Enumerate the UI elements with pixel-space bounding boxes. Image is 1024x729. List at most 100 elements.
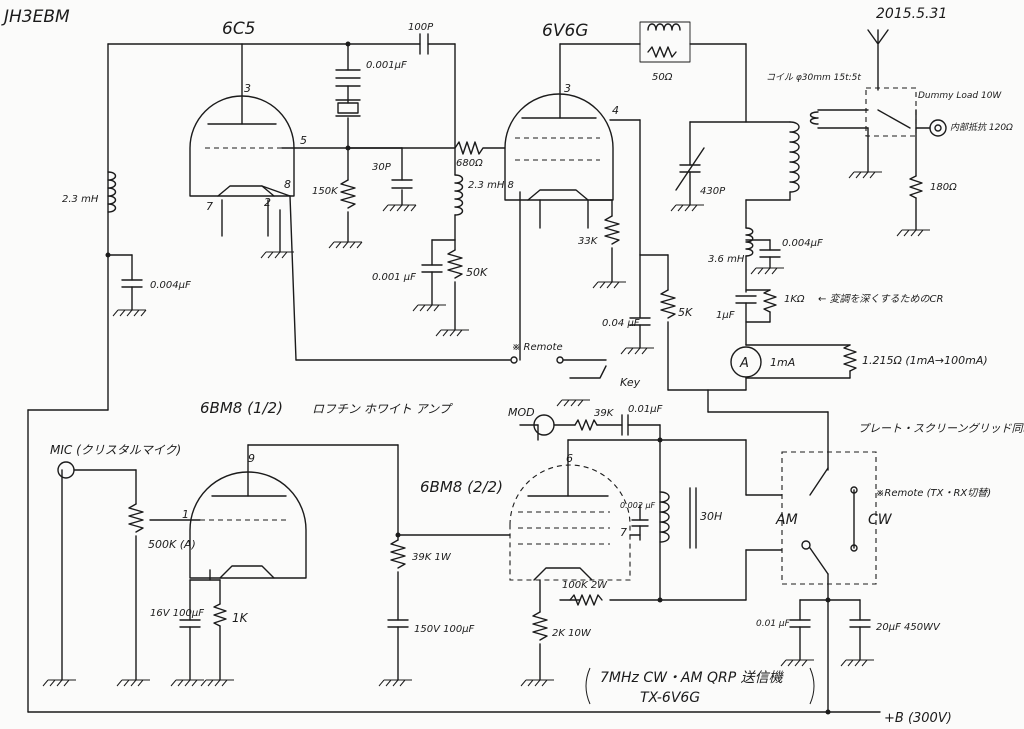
label-430p: 430P — [700, 186, 726, 197]
label-remote: ※ Remote — [512, 342, 563, 353]
caption-model: TX-6V6G — [640, 690, 700, 706]
pin-3: 3 — [244, 82, 251, 95]
tube-6v6g — [504, 43, 614, 201]
label-1uf: 1μF — [716, 310, 735, 321]
label-0001uf: 0.001μF — [366, 60, 407, 71]
label-33k: 33K — [578, 236, 599, 247]
inductor-tank — [789, 121, 800, 193]
tube-label-6v6g: 6V6G — [542, 21, 588, 41]
pin-4: 4 — [612, 104, 619, 117]
resistor-33k — [604, 215, 620, 245]
label-meter-1ma: 1mA — [770, 356, 795, 369]
wires-6bm8 — [57, 444, 511, 681]
tube-desc-6bm8: ロフチン ホワイト アンプ — [312, 402, 454, 416]
resistor-50k — [447, 249, 463, 279]
pin-1: 1 — [182, 508, 189, 521]
pin-3-6v6: 3 — [564, 82, 571, 95]
resistor-39k-1w — [390, 539, 406, 569]
call-sign: JH3EBM — [1, 7, 70, 27]
label-50ohm: 50Ω — [652, 72, 673, 83]
resistor-1-215 — [843, 344, 857, 372]
resistor-2k-10w — [532, 611, 548, 641]
inductor-plate-parasitic — [647, 23, 681, 31]
date: 2015.5.31 — [876, 6, 947, 22]
label-am: AM — [775, 512, 798, 528]
label-004uf: 0.04 μF — [602, 318, 640, 329]
tube-label-6c5: 6C5 — [222, 19, 256, 39]
inductor-30h — [659, 491, 670, 543]
pin-6: 6 — [566, 452, 573, 465]
resistor-180 — [909, 175, 923, 199]
pin-5: 5 — [300, 134, 307, 147]
label-1k-cathode: 1K — [232, 611, 249, 625]
label-internal-resistance: 内部抵抗 120Ω — [950, 122, 1013, 133]
label-680: 680Ω — [456, 158, 483, 169]
label-16v: 16V 100μF — [150, 608, 204, 619]
inductor-3-6mh — [745, 227, 754, 257]
label-30p: 30P — [372, 162, 392, 173]
label-2-3mh-left: 2.3 mH — [62, 194, 99, 205]
note-remote-switch: ※Remote (TX・RX切替) — [876, 487, 991, 499]
label-30h: 30H — [700, 510, 722, 523]
tube-6bm8-1 — [189, 444, 307, 579]
label-20uf: 20μF 450WV — [876, 622, 941, 633]
label-cw: CW — [868, 512, 893, 528]
crystal-and-caps — [335, 33, 456, 189]
label-39k-top: 39K — [594, 408, 615, 419]
caption-brackets — [585, 667, 815, 705]
pin-7-6bm8: 7 — [620, 526, 627, 539]
resistor-1k — [213, 603, 227, 627]
meter-1ma — [730, 346, 762, 378]
inductor-2-3mh-grid — [454, 174, 464, 216]
potentiometer-500k — [128, 503, 144, 533]
resistor-150k — [340, 179, 356, 209]
power-rail — [27, 573, 881, 715]
relay-switch-box — [781, 451, 877, 585]
tube-6bm8-2 — [509, 439, 631, 581]
label-0004uf-right: 0.004μF — [782, 238, 823, 249]
pin-9: 9 — [248, 452, 255, 465]
pin-7: 7 — [206, 200, 213, 213]
label-500k: 500K (A) — [148, 538, 196, 551]
pin-2: 2 — [264, 196, 271, 209]
label-100k-2w: 100K 2W — [562, 580, 608, 591]
label-150v: 150V 100μF — [414, 624, 475, 635]
label-0002uf: 0.002 μF — [620, 501, 656, 510]
label-2k-10w: 2K 10W — [552, 628, 592, 639]
label-39k-1w: 39K 1W — [412, 552, 452, 563]
label-001uf: 0.01μF — [628, 404, 663, 415]
resistor-100k-2w — [569, 594, 603, 606]
resistor-39k-top — [574, 419, 598, 431]
label-mic: MIC (クリスタルマイク) — [50, 443, 181, 457]
label-150k: 150K — [312, 186, 339, 197]
antenna-dummy-load — [809, 29, 947, 231]
label-b-plus: +B (300V) — [884, 711, 952, 726]
inductor-2-3mh-left — [107, 171, 117, 213]
label-shunt: 1.215Ω (1mA→100mA) — [862, 354, 988, 367]
meter-symbol: A — [739, 356, 749, 371]
pin-8: 8 — [284, 178, 291, 191]
wires-6c5 — [27, 43, 511, 713]
wires-modulator — [395, 414, 783, 681]
note-cr: ← 変調を深くするためのCR — [818, 293, 944, 305]
wires-6v6g — [421, 21, 857, 471]
label-1k-cr: 1KΩ — [784, 294, 805, 305]
label-0004uf-left: 0.004μF — [150, 280, 191, 291]
tube-label-6bm8-2: 6BM8 (2/2) — [420, 478, 503, 496]
label-mod: MOD — [508, 406, 535, 419]
resistor-5k — [660, 289, 676, 319]
note-plate-modulation: プレート・スクリーングリッド同時 ハイシング変調 — [858, 422, 1024, 435]
resistor-1k-cr — [763, 289, 777, 313]
tube-label-6bm8-1: 6BM8 (1/2) — [200, 399, 283, 417]
resistor-50ohm — [647, 46, 677, 58]
label-50k: 50K — [466, 266, 488, 279]
ground-symbols — [42, 171, 930, 687]
tube-6c5 — [189, 43, 295, 197]
caption-title: 7MHz CW・AM QRP 送信機 — [600, 670, 785, 686]
resistor-680 — [454, 141, 506, 155]
label-2-3mh-grid: 2.3 mH 8 — [468, 180, 514, 191]
label-3-6mh: 3.6 mH — [708, 254, 745, 265]
label-001uf-bottom: 0.01 μF — [756, 619, 791, 629]
